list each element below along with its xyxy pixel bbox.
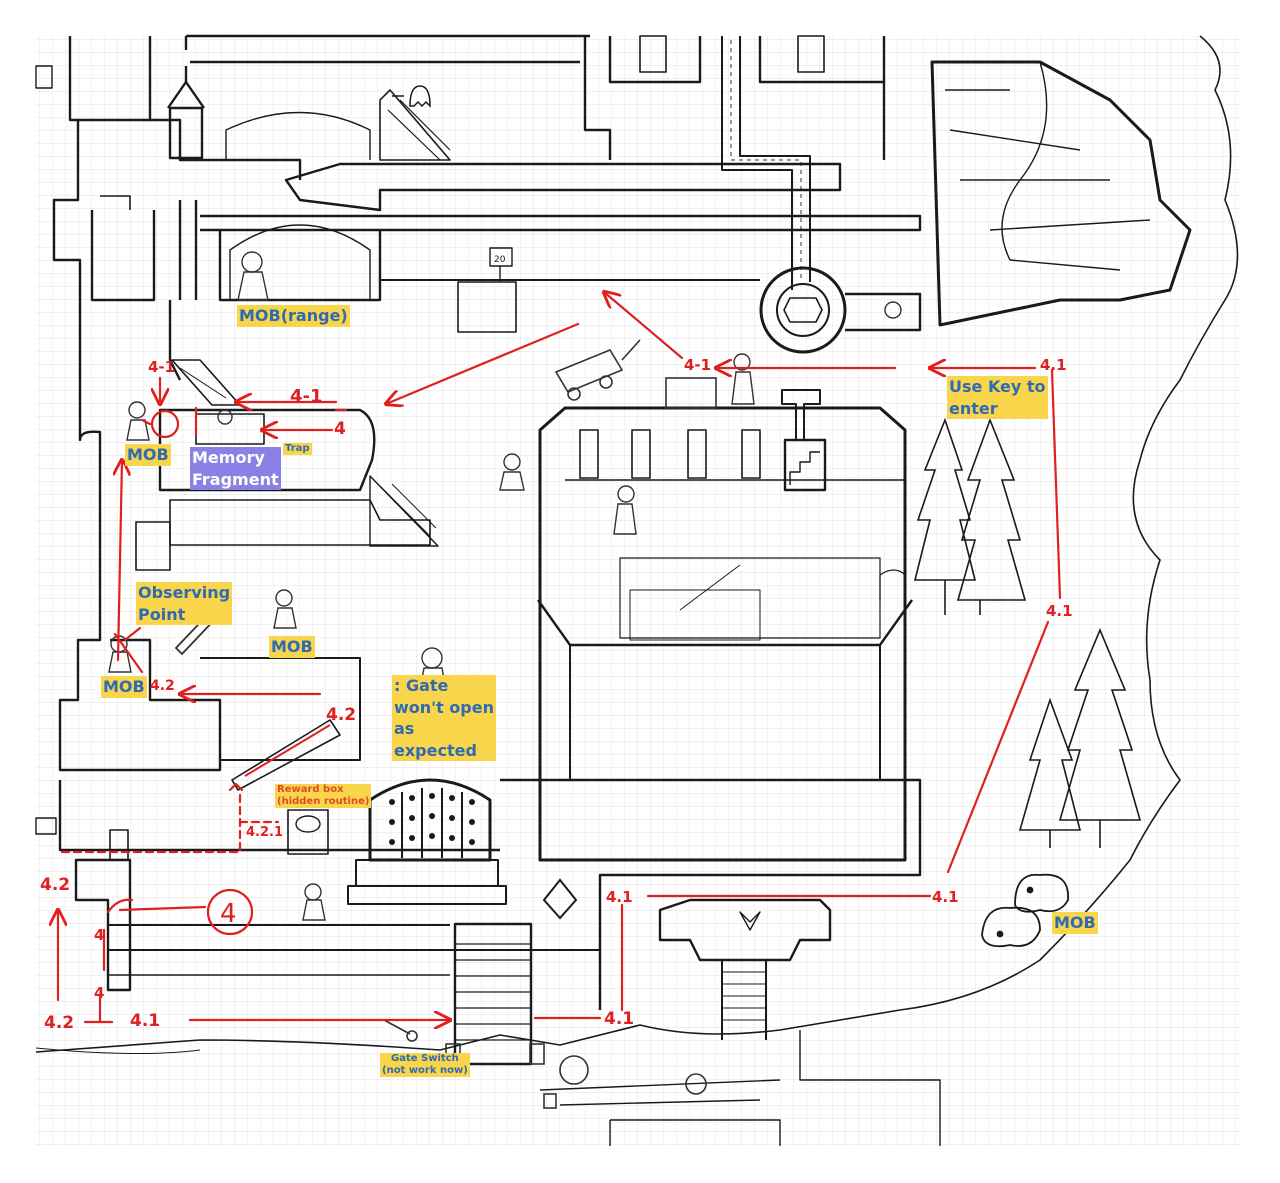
route-tag-4-left: 4	[94, 926, 104, 944]
label-use-key: Use Key to enter	[947, 376, 1048, 420]
label-gate-note: : Gate won't open as expected	[392, 675, 496, 762]
route-tag-4-1-bottom-right: 4.1	[932, 888, 959, 906]
memory-fragment-line-2: Fragment	[192, 469, 279, 489]
mob-sketch-icon	[108, 251, 902, 921]
use-key-line-1: Use Key to	[949, 377, 1046, 396]
label-memory-fragment: Memory Fragment	[190, 447, 281, 491]
route-tag-4-1-key: 4.1	[1040, 356, 1067, 374]
route-tag-4-2-1: 4.2.1	[246, 825, 283, 840]
crystal-icon	[542, 878, 578, 920]
use-key-line-2: enter	[949, 398, 998, 418]
label-mob-middle: MOB	[269, 636, 315, 658]
cart-icon	[554, 339, 717, 409]
route-tag-4-2-left: 4.2	[40, 875, 70, 895]
observing-point-line-2: Point	[138, 604, 186, 624]
gate-note-line-4: expected	[394, 740, 477, 760]
lever-icon	[383, 1019, 707, 1109]
label-mob-right: MOB	[1052, 912, 1098, 934]
observing-point-line-1: Observing	[138, 583, 231, 602]
ink-structures	[35, 34, 1239, 1146]
label-mob-left-top: MOB	[125, 444, 171, 466]
route-tag-4-2-bottom-left: 4.2	[44, 1013, 74, 1033]
gate-switch-line-1: Gate Switch	[391, 1053, 459, 1064]
reward-box-line-2: (hidden routine)	[277, 796, 370, 807]
ghost-icon	[392, 85, 431, 108]
route-tag-4-1: 4-1	[290, 386, 323, 407]
route-tag-4-2-observe: 4.2	[150, 678, 175, 694]
gate-note-line-3: as	[394, 719, 415, 739]
route-tag-4-1-right: 4.1	[1046, 602, 1073, 620]
gate-note-line-2: won't open	[394, 697, 494, 717]
sign-number: 20	[494, 255, 506, 265]
route-tag-4-1-stairs: 4.1	[604, 1009, 634, 1029]
label-observing-point: Observing Point	[136, 582, 233, 626]
slime-icon	[981, 873, 1069, 948]
gate-icon	[389, 788, 475, 858]
pine-tree-icon	[913, 417, 1142, 848]
route-tag-4-1-bottom-left: 4.1	[130, 1011, 160, 1031]
route-tag-4-1-well: 4-1	[684, 356, 711, 374]
gate-switch-line-2: (not work now)	[382, 1065, 468, 1076]
route-tag-4: 4	[334, 419, 346, 439]
route-tag-4-1-gate: 4.1	[606, 888, 633, 906]
label-mob-range: MOB(range)	[237, 305, 350, 327]
route-tags: 4-1 4-1 4-1 4.1 4.1 4.1 4.1 4.1 4.1 4.2 …	[40, 356, 1073, 1033]
route-tag-4-1-small: 4-1	[148, 358, 175, 376]
route-tag-4-bottom: 4	[94, 984, 104, 1002]
route-lines	[58, 292, 1062, 1022]
label-trap: Trap	[283, 443, 312, 455]
label-mob-left-bottom: MOB	[101, 676, 147, 698]
label-gate-switch: Gate Switch (not work now)	[380, 1053, 470, 1077]
memory-fragment-line-1: Memory	[192, 448, 265, 467]
label-reward-box: Reward box (hidden routine)	[275, 784, 372, 808]
route-tag-4-circle: 4	[220, 899, 237, 929]
gate-note-line-1: : Gate	[394, 676, 449, 695]
route-tag-4-2-stairs: 4.2	[326, 705, 356, 725]
reward-box-line-1: Reward box	[277, 784, 344, 795]
grid-paper	[36, 36, 1242, 1146]
